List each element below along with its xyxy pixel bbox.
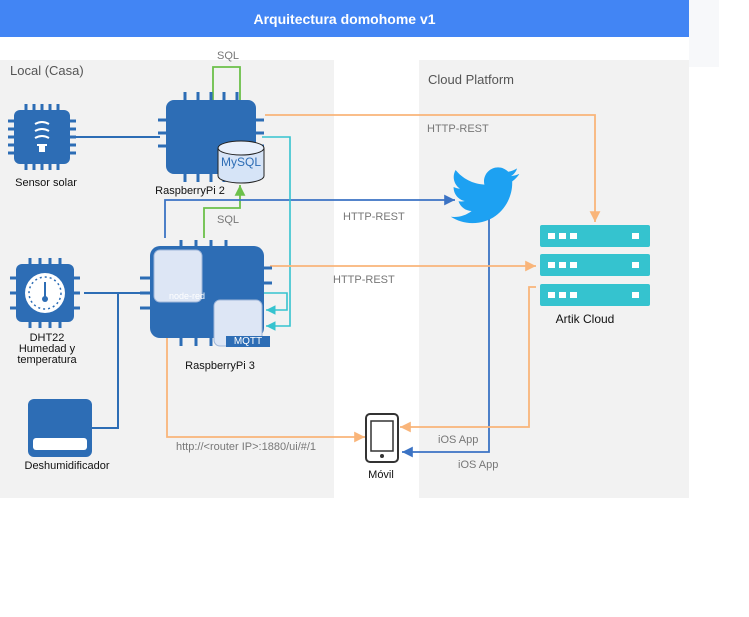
raspberrypi3-label: RaspberryPi 3 [185, 360, 255, 372]
deshumidificador-label: Deshumidificador [24, 460, 110, 472]
artik-cloud-label: Artik Cloud [555, 312, 615, 326]
http-rest-label-1: HTTP-REST [427, 123, 489, 135]
node-red-box [153, 249, 203, 303]
mysql-icon [217, 140, 265, 184]
title-bar-fade [689, 0, 719, 67]
deshumidificador-icon [28, 399, 92, 457]
cloud-zone [419, 60, 689, 498]
http-rest-label-3: HTTP-REST [333, 274, 395, 286]
diagram-title: Arquitectura domohome v1 [0, 0, 689, 37]
node-red-label: node-red [168, 291, 206, 301]
ios-app-label-1: iOS App [438, 434, 479, 446]
router-url-label: http://<router IP>:1880/ui/#/1 [176, 441, 317, 453]
ios-app-label-2: iOS App [458, 459, 499, 471]
local-zone-label: Local (Casa) [10, 63, 84, 78]
dht22-label: DHT22 Humedad y temperatura [17, 332, 77, 366]
raspberrypi2-label: RaspberryPi 2 [155, 185, 225, 197]
mqtt-label: MQTT [226, 336, 270, 347]
sql-edge-label-top: SQL [217, 50, 240, 62]
mysql-label: MySQL [220, 155, 261, 169]
movil-label: Móvil [368, 469, 394, 481]
local-wires [74, 136, 160, 429]
http-arrows [166, 114, 601, 443]
artik-cloud-icon [540, 225, 650, 306]
sql-edge-label-mid: SQL [217, 214, 240, 226]
http-rest-label-2: HTTP-REST [343, 211, 405, 223]
twitter-bird-icon [450, 167, 520, 224]
dht22-icon [10, 258, 80, 328]
cloud-zone-label: Cloud Platform [428, 72, 514, 87]
movil-phone-icon [365, 413, 399, 463]
sensor-solar-label: Sensor solar [15, 177, 77, 189]
blue-arrows [164, 194, 490, 458]
sensor-solar-icon [8, 104, 76, 170]
